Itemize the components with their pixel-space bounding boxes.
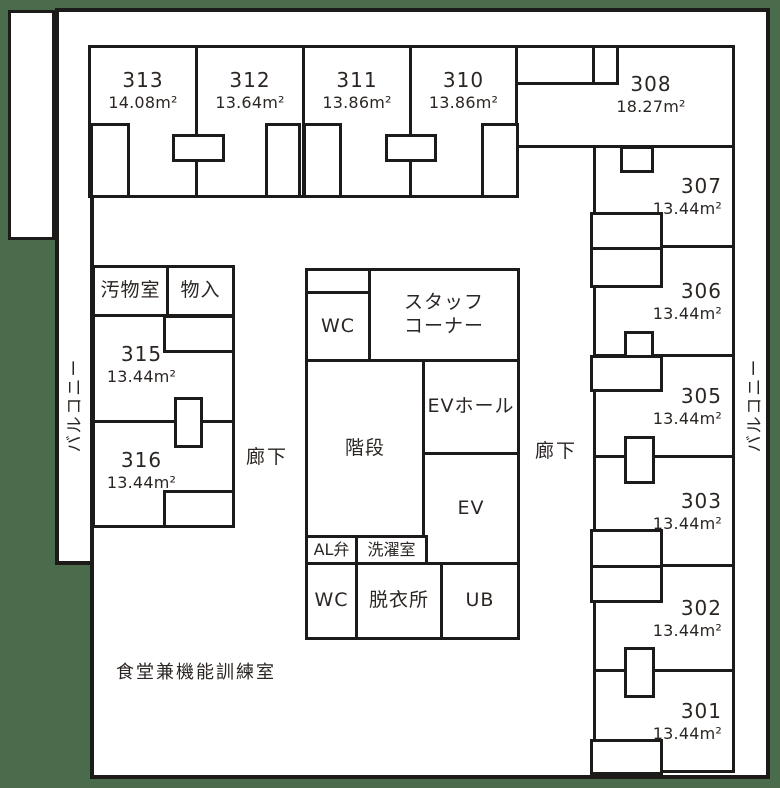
room-wc-lower: WC: [305, 562, 358, 640]
room-al-valve: AL弁: [305, 535, 358, 565]
room-unit-bath: UB: [440, 562, 520, 640]
room-wc-upper: WC: [305, 291, 371, 362]
closet-rect: [90, 123, 130, 198]
room-label: AL弁: [313, 540, 350, 559]
closet-rect: [385, 134, 437, 162]
room-dressing: 脱衣所: [355, 562, 443, 640]
corridor-label-left: 廊下: [245, 445, 288, 468]
dining-room-label: 食堂兼機能訓練室: [116, 662, 276, 683]
room-storage: 物入: [166, 265, 235, 317]
wall-segment: [90, 561, 94, 779]
room-area: 13.64m²: [215, 93, 285, 112]
closet-rect: [624, 436, 655, 484]
closet-rect: [624, 331, 654, 358]
room-soiled-utility: 汚物室: [92, 265, 169, 317]
wall-segment: [55, 561, 94, 565]
room-number: 315: [120, 342, 163, 366]
closet-rect: [620, 146, 654, 173]
wall-segment: [766, 8, 770, 779]
closet-rect: [303, 123, 342, 198]
balcony-label-right: バルコニー: [744, 357, 765, 453]
closet-rect: [265, 123, 301, 198]
room-ev-hall: EVホール: [422, 359, 520, 455]
room-area: 13.44m²: [652, 199, 722, 218]
room-number: 307: [680, 174, 722, 198]
closet-rect: [592, 45, 619, 85]
room-stairs: 階段: [305, 359, 425, 538]
room-number: 306: [680, 278, 722, 303]
room-label: UB: [465, 589, 495, 612]
room-number: 301: [680, 698, 722, 723]
room-number: 308: [630, 72, 672, 96]
closet-rect: [624, 647, 655, 698]
room-area: 18.27m²: [616, 97, 686, 116]
balcony-label-left: バルコニー: [64, 357, 85, 453]
room-number: 305: [680, 383, 722, 408]
closet-rect: [163, 315, 235, 353]
room-label: 物入: [180, 279, 221, 302]
room-label: EVホール: [427, 395, 515, 418]
room-label: 汚物室: [100, 279, 161, 302]
corridor-label-right: 廊下: [534, 439, 577, 462]
room-laundry: 洗濯室: [355, 535, 428, 565]
room-label: 脱衣所: [368, 589, 429, 612]
closet-rect: [590, 212, 663, 250]
room-number: 310: [442, 68, 485, 92]
closet-rect: [481, 123, 519, 198]
closet-rect: [515, 45, 595, 85]
closet-rect: [590, 565, 663, 603]
room-label: 階段: [344, 436, 385, 459]
room-area: 13.86m²: [428, 93, 499, 112]
room-area: 13.44m²: [652, 408, 722, 428]
room-area: 13.44m²: [652, 723, 722, 743]
closet-rect: [590, 355, 663, 392]
room-number: 312: [229, 68, 271, 92]
room-number: 311: [336, 68, 378, 92]
room-staff-corner: スタッフコーナー: [368, 268, 520, 362]
closet-rect: [174, 397, 203, 448]
room-label: WC: [320, 314, 356, 337]
room-label: EV: [457, 496, 485, 519]
room-label: WC: [314, 589, 349, 612]
room-area: 13.44m²: [652, 513, 722, 533]
wall-segment: [55, 8, 59, 565]
room-label: スタッフ: [403, 291, 484, 314]
room-label: 洗濯室: [367, 540, 416, 559]
room-area: 13.44m²: [106, 367, 177, 386]
closet-rect: [163, 490, 235, 528]
closet-rect: [172, 134, 225, 162]
room-number: 302: [680, 595, 722, 620]
closet-rect: [590, 247, 663, 288]
wall-segment: [90, 775, 770, 779]
room-area: 13.44m²: [652, 620, 722, 640]
room-label: コーナー: [403, 315, 484, 337]
room-area: 13.44m²: [106, 472, 177, 492]
wall-segment: [55, 8, 770, 12]
room-number: 313: [122, 68, 164, 92]
room-elevator: EV: [422, 452, 520, 565]
balcony-top-left-block: [8, 10, 55, 240]
room-area: 14.08m²: [108, 93, 178, 112]
room-area: 13.86m²: [322, 93, 392, 112]
closet-rect: [590, 529, 663, 568]
room-area: 13.44m²: [652, 303, 722, 323]
room-number: 303: [680, 488, 722, 513]
room-number: 316: [120, 447, 163, 472]
closet-rect: [590, 739, 663, 775]
